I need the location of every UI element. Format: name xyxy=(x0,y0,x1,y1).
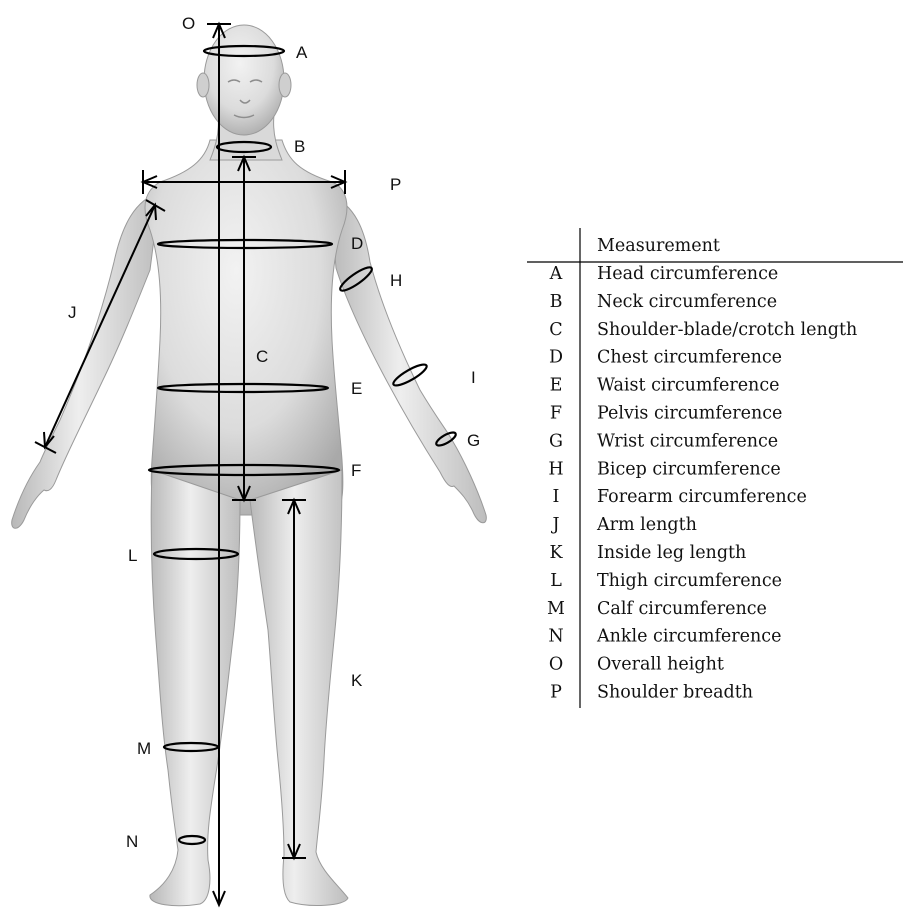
marker-m: M xyxy=(137,739,151,758)
head xyxy=(204,25,284,135)
table-row-code: G xyxy=(549,431,563,451)
arm-length-line xyxy=(45,205,155,447)
right-leg xyxy=(250,470,348,905)
table-row-code: M xyxy=(547,599,565,619)
table-row-measurement: Inside leg length xyxy=(597,543,746,563)
marker-p: P xyxy=(390,175,401,194)
table-row-measurement: Shoulder-blade/crotch length xyxy=(597,320,857,340)
table-row-code: P xyxy=(550,683,562,703)
table-row-measurement: Head circumference xyxy=(597,264,778,284)
table-row-code: J xyxy=(550,515,559,535)
marker-d: D xyxy=(351,234,363,253)
table-row-code: I xyxy=(553,487,560,507)
table-row-code: B xyxy=(550,292,563,312)
table-row-measurement: Chest circumference xyxy=(597,348,782,368)
left-leg xyxy=(150,470,240,906)
table-row-measurement: Shoulder breadth xyxy=(597,683,753,703)
table-row-code: A xyxy=(549,264,563,284)
table-row-measurement: Neck circumference xyxy=(597,292,777,312)
ear-left xyxy=(197,73,209,97)
table-row-measurement: Pelvis circumference xyxy=(597,404,782,424)
marker-n: N xyxy=(126,832,138,851)
marker-b: B xyxy=(294,137,305,156)
table-header-measurement: Measurement xyxy=(597,236,720,256)
table-row-code: H xyxy=(548,459,563,479)
table-row-measurement: Calf circumference xyxy=(597,599,767,619)
marker-o: O xyxy=(182,14,195,33)
marker-h: H xyxy=(390,271,402,290)
marker-l: L xyxy=(128,546,137,565)
marker-e: E xyxy=(351,379,362,398)
table-row-measurement: Wrist circumference xyxy=(597,431,778,451)
table-row-measurement: Bicep circumference xyxy=(597,459,781,479)
table-row-code: F xyxy=(550,404,562,424)
table-row-measurement: Thigh circumference xyxy=(597,571,782,591)
table-row-code: K xyxy=(549,543,563,563)
table-row-code: D xyxy=(549,348,563,368)
marker-k: K xyxy=(351,671,363,690)
table-row-code: L xyxy=(550,571,562,591)
table-row-code: N xyxy=(548,627,563,647)
table-row-code: E xyxy=(550,376,563,396)
marker-a: A xyxy=(296,43,308,62)
ear-right xyxy=(279,73,291,97)
table-row-measurement: Overall height xyxy=(597,655,724,675)
table-row-measurement: Ankle circumference xyxy=(596,627,781,647)
torso xyxy=(145,140,347,515)
marker-f: F xyxy=(351,461,361,480)
table-row-measurement: Forearm circumference xyxy=(597,487,807,507)
table-row-measurement: Arm length xyxy=(596,515,697,535)
marker-j: J xyxy=(68,303,77,322)
marker-i: I xyxy=(471,368,476,387)
table-row-measurement: Waist circumference xyxy=(597,376,780,396)
marker-c: C xyxy=(256,347,268,366)
table-row-code: C xyxy=(549,320,562,340)
marker-g: G xyxy=(467,431,480,450)
table-row-code: O xyxy=(549,655,563,675)
